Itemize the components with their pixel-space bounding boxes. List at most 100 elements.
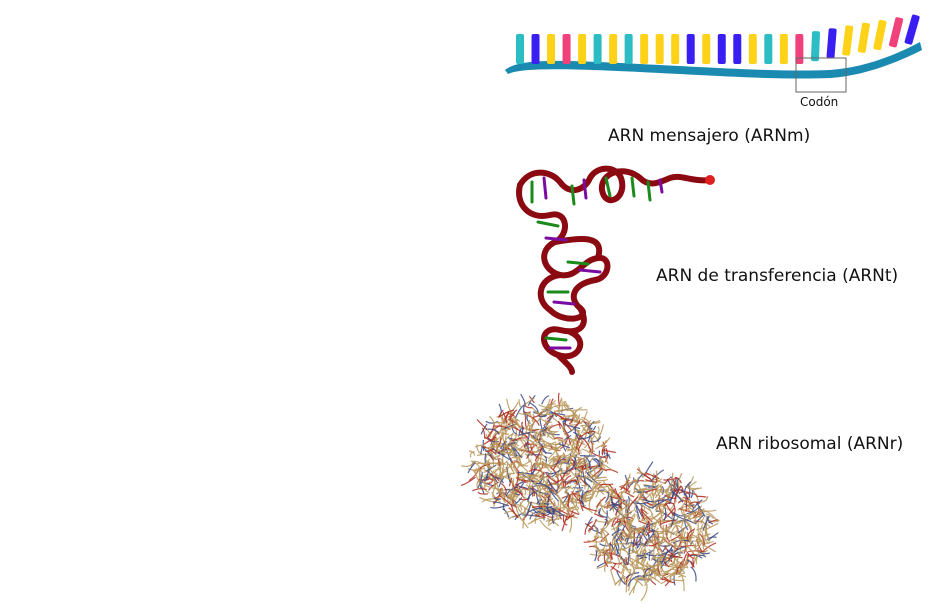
ribosome-strand xyxy=(645,471,660,480)
ribosome-strand xyxy=(685,520,692,531)
ribosome-strand xyxy=(540,398,551,414)
ribosome-strand xyxy=(681,507,685,517)
ribosome-strand xyxy=(529,460,533,469)
ribosome-strand xyxy=(597,511,608,519)
ribosome-strand xyxy=(602,439,608,453)
ribosome-strand xyxy=(570,492,574,502)
ribosome-strand xyxy=(531,457,540,469)
ribosome-strand xyxy=(583,435,595,449)
ribosome-strand xyxy=(547,479,559,494)
trna-structure-illustration xyxy=(516,165,715,375)
ribosome-strand xyxy=(569,438,581,448)
ribosome-strand xyxy=(529,402,539,413)
ribosome-strand xyxy=(633,476,640,494)
ribosome-strand xyxy=(635,504,643,518)
ribosome-strand xyxy=(540,451,549,459)
ribosome-strand xyxy=(559,500,569,510)
ribosome-strand xyxy=(609,497,622,512)
ribosome-strand xyxy=(681,526,685,543)
ribosome-strand xyxy=(548,425,557,440)
ribosome-strand xyxy=(522,518,526,529)
ribosome-strand xyxy=(680,554,689,569)
ribosome-strand xyxy=(663,502,673,507)
ribosome-strand xyxy=(486,427,491,438)
ribosome-strand xyxy=(567,471,581,482)
ribosome-strand xyxy=(499,470,508,478)
ribosome-strand xyxy=(632,534,643,547)
ribosome-strand xyxy=(707,515,714,525)
ribosome-strand xyxy=(537,463,548,467)
ribosome-strand xyxy=(586,516,593,527)
ribosome-strand xyxy=(694,519,703,524)
ribosome-strand xyxy=(562,492,570,504)
ribosome-strand xyxy=(532,487,550,495)
ribosome-strand xyxy=(666,491,671,504)
ribosome-strand xyxy=(687,515,701,520)
ribosome-strand xyxy=(488,477,495,481)
ribosome-strand xyxy=(664,502,675,517)
ribosome-strand xyxy=(544,446,561,451)
mrna-base xyxy=(717,34,726,64)
ribosome-strand xyxy=(523,442,530,448)
ribosome-strand xyxy=(696,495,707,498)
ribosome-strand xyxy=(610,486,614,501)
ribosome-strand xyxy=(490,473,500,482)
ribosome-strand xyxy=(519,462,529,467)
ribosome-strand xyxy=(599,543,608,547)
ribosome-strand xyxy=(622,574,626,584)
ribosome-strand xyxy=(687,496,697,508)
ribosome-small-subunit xyxy=(580,461,720,602)
ribosome-strand xyxy=(643,523,648,536)
ribosome-strand xyxy=(641,506,646,521)
ribosome-strand xyxy=(588,481,602,494)
ribosome-strand xyxy=(694,539,703,543)
ribosome-strand xyxy=(533,474,541,479)
ribosome-strand xyxy=(483,436,497,445)
ribosome-strand xyxy=(614,575,626,585)
ribosome-strand xyxy=(622,563,631,571)
ribosome-strand xyxy=(648,564,660,575)
ribosome-strand xyxy=(665,524,671,543)
mrna-base xyxy=(857,22,870,53)
ribosome-strand xyxy=(518,399,522,408)
ribosome-strand xyxy=(665,541,681,548)
mrna-base xyxy=(671,34,680,64)
ribosome-strand xyxy=(643,485,656,488)
ribosome-strand xyxy=(661,486,665,496)
ribosome-strand xyxy=(514,434,524,436)
ribosome-strand xyxy=(517,484,524,494)
ribosome-strand xyxy=(479,480,492,484)
ribosome-strand xyxy=(508,477,513,487)
mrna-base xyxy=(764,34,773,64)
ribosome-strand xyxy=(520,449,535,456)
ribosome-strand xyxy=(568,416,574,425)
ribosome-strand xyxy=(534,445,544,462)
ribosome-strand xyxy=(563,422,572,431)
ribosome-strand xyxy=(662,564,681,569)
ribosome-strand xyxy=(625,570,636,585)
ribosome-strand xyxy=(604,491,610,503)
ribosome-strand xyxy=(611,523,624,531)
ribosome-strand xyxy=(502,508,510,518)
ribosome-strand xyxy=(699,533,705,547)
ribosome-strand xyxy=(546,431,551,438)
ribosome-strand xyxy=(687,507,697,518)
ribosome-strand xyxy=(574,465,588,470)
ribosome-strand xyxy=(518,431,535,437)
ribosome-strand xyxy=(703,522,711,529)
ribosome-strand xyxy=(590,486,594,500)
ribosome-strand xyxy=(655,470,658,480)
ribosome-strand xyxy=(708,519,720,523)
ribosome-strand xyxy=(687,487,699,491)
ribosome-strand xyxy=(664,562,680,573)
ribosome-strand xyxy=(680,488,690,501)
ribosome-strand xyxy=(636,554,645,557)
ribosome-strand xyxy=(593,544,599,553)
ribosome-strand xyxy=(669,472,674,491)
ribosome-strand xyxy=(696,523,704,541)
ribosome-strand xyxy=(589,553,608,556)
ribosome-strand xyxy=(626,513,636,528)
ribosome-strand xyxy=(643,567,652,579)
ribosome-strand xyxy=(682,558,685,569)
ribosome-strand xyxy=(541,395,550,405)
